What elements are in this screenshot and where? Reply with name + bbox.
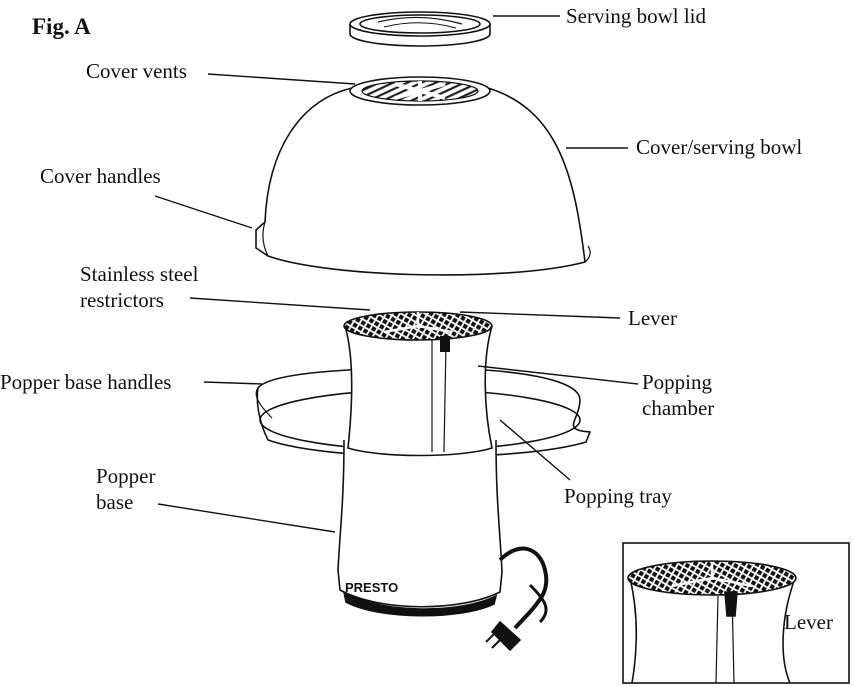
label-restrictors-line2: restrictors — [80, 288, 164, 312]
label-cover-handles: Cover handles — [40, 164, 161, 188]
label-popper-base-line1: Popper — [96, 464, 156, 488]
brand-logo: PRESTO — [345, 580, 398, 595]
label-popping-chamber-line1: Popping — [642, 370, 713, 394]
label-popper-base-handles: Popper base handles — [0, 370, 172, 394]
serving-bowl-lid — [349, 11, 491, 47]
label-cover-serving-bowl: Cover/serving bowl — [636, 135, 803, 159]
label-restrictors-line1: Stainless steel — [80, 262, 199, 286]
cover-serving-bowl — [255, 76, 591, 276]
popper-base-body: PRESTO — [337, 439, 549, 652]
label-cover-vents: Cover vents — [86, 59, 187, 83]
label-popper-base-line2: base — [96, 490, 134, 514]
label-serving-bowl-lid: Serving bowl lid — [566, 4, 706, 28]
label-lever: Lever — [628, 306, 677, 330]
inset-label-lever: Lever — [784, 610, 833, 634]
lever-inset — [622, 542, 850, 684]
popping-chamber — [343, 311, 493, 457]
label-popping-chamber-line2: chamber — [642, 396, 715, 420]
label-popping-tray: Popping tray — [564, 484, 672, 508]
figure-title: Fig. A — [32, 14, 91, 39]
